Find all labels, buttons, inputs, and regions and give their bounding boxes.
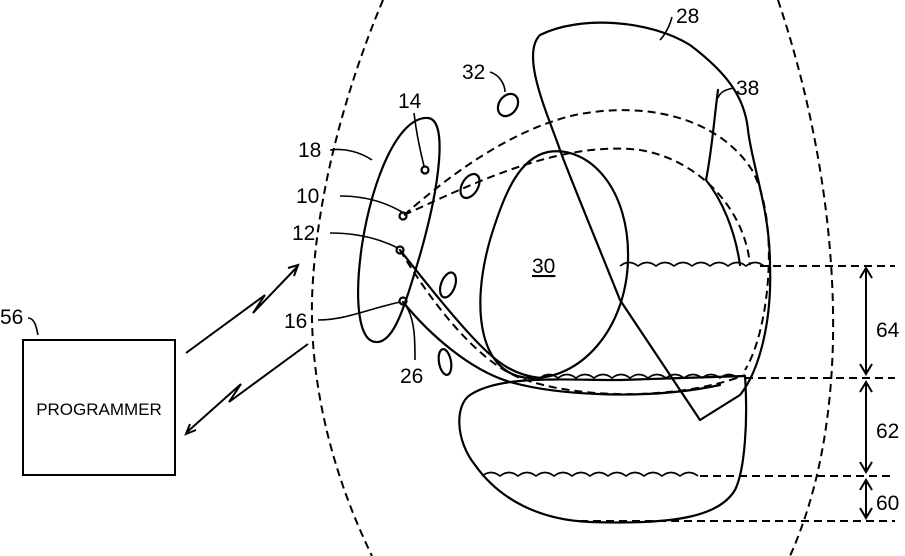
label-26: 26 <box>400 365 423 388</box>
blob-32 <box>494 90 523 120</box>
label-64: 64 <box>876 319 900 342</box>
fluid-level-lower <box>482 473 698 477</box>
wireless-link-icon <box>186 265 308 434</box>
label-60: 60 <box>876 492 899 515</box>
leader-lines <box>28 17 733 360</box>
label-18: 18 <box>298 139 321 162</box>
label-38: 38 <box>736 77 759 100</box>
lead-path-mid <box>404 149 750 265</box>
label-62: 62 <box>876 420 899 443</box>
programmer-label: PROGRAMMER <box>36 400 162 419</box>
label-30: 30 <box>532 255 555 278</box>
dimension-arrows <box>860 268 872 518</box>
label-28: 28 <box>676 5 699 28</box>
electrode-14 <box>422 167 429 174</box>
blob-mid <box>437 270 459 299</box>
label-16: 16 <box>284 310 307 333</box>
lower-region <box>459 376 746 523</box>
outer-boundary-right <box>778 0 833 556</box>
region-38 <box>706 90 740 265</box>
outer-boundary-left <box>312 0 383 556</box>
device-outline-18 <box>358 118 439 342</box>
label-10: 10 <box>296 185 319 208</box>
lead-path-solid-a <box>400 250 540 378</box>
label-56: 56 <box>0 306 23 329</box>
fluid-level-upper <box>620 263 764 267</box>
label-12: 12 <box>292 222 315 245</box>
label-14: 14 <box>398 90 422 113</box>
electrode-10 <box>400 213 407 220</box>
region-28 <box>533 23 770 420</box>
label-32: 32 <box>462 61 485 84</box>
blob-lower <box>437 348 453 376</box>
lead-path-upper <box>404 110 769 370</box>
